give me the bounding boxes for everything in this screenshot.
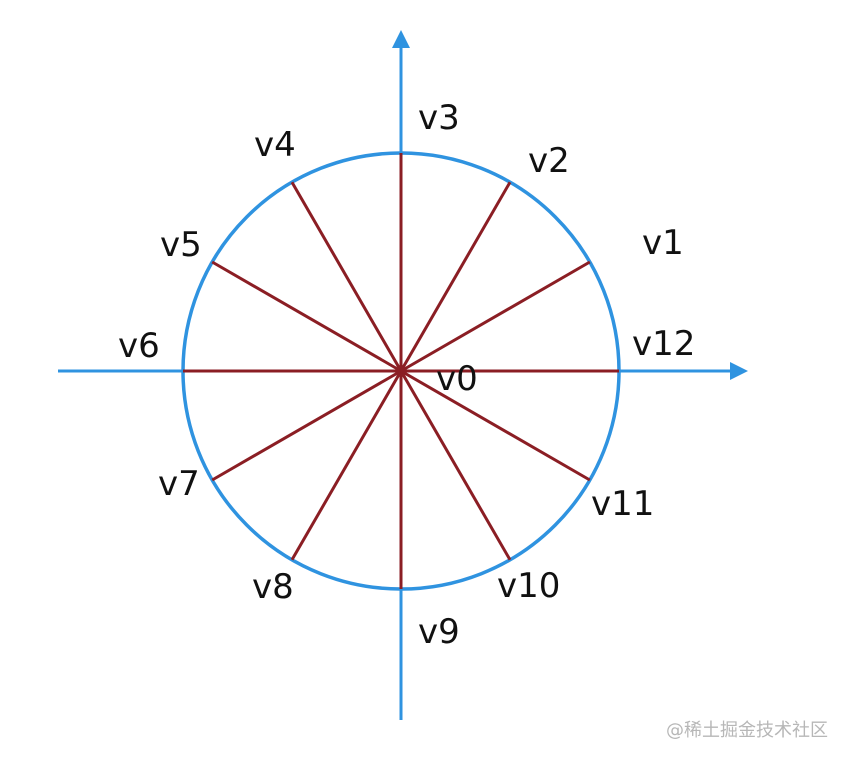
spoke-v4 [290, 181, 403, 372]
vertex-label-v2: v2 [528, 141, 570, 181]
spoke-v7 [211, 369, 402, 482]
vertex-label-v3: v3 [418, 98, 460, 138]
vertex-label-v0: v0 [436, 359, 478, 399]
vertex-label-v1: v1 [642, 223, 684, 263]
spoke-v2 [399, 181, 512, 372]
spoke-v8 [290, 370, 403, 561]
vertex-label-v11: v11 [591, 484, 654, 524]
y-axis-arrowhead [392, 30, 410, 48]
vertex-label-v10: v10 [497, 566, 560, 606]
spoke-v11 [400, 369, 591, 482]
vertex-label-v8: v8 [252, 567, 294, 607]
spoke-v1 [400, 260, 591, 373]
watermark: @稀土掘金技术社区 [666, 720, 828, 741]
spoke-v10 [399, 370, 512, 561]
vertex-label-v5: v5 [160, 225, 202, 265]
vertex-label-v6: v6 [118, 326, 160, 366]
vertex-label-v12: v12 [632, 324, 695, 364]
vertex-labels-group: v0 v1 v2 v3 v4 v5 v6 v7 v8 v9 v10 v11 v12 [118, 98, 695, 652]
spoke-v5 [211, 260, 402, 373]
vertex-label-v7: v7 [158, 464, 200, 504]
vertex-label-v4: v4 [254, 125, 296, 165]
x-axis-arrowhead [730, 362, 748, 380]
vertex-label-v9: v9 [418, 612, 460, 652]
spokes-group [183, 153, 619, 589]
